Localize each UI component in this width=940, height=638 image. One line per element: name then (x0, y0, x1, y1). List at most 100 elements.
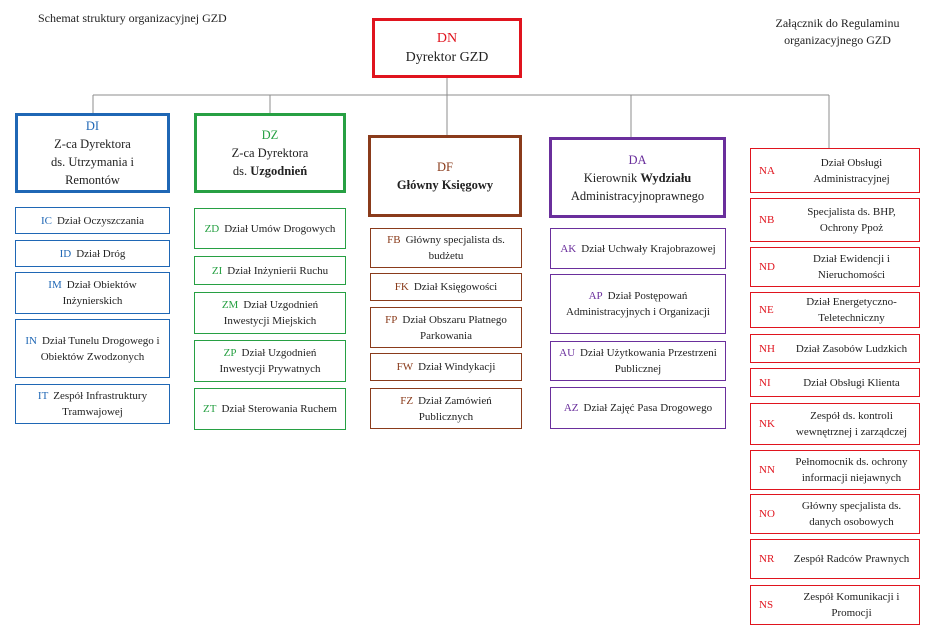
unit-fw: FW Dział Windykacji (370, 353, 522, 381)
unit-id: ID Dział Dróg (15, 240, 170, 267)
unit-zd: ZD Dział Umów Drogowych (194, 208, 346, 249)
head-dz-code: DZ (261, 128, 279, 142)
unit-ns: NS Zespół Komunikacji i Promocji (750, 585, 920, 625)
unit-name: Dział Windykacji (418, 361, 496, 373)
unit-name: Specjalista ds. BHP, Ochrony Ppoż (807, 206, 896, 234)
unit-code: ZP (223, 347, 237, 359)
unit-au: AU Dział Użytkowania Przestrzeni Publiczn… (550, 341, 726, 381)
unit-name: Dział Zajęć Pasa Drogowego (583, 402, 713, 414)
head-da-code: DA (628, 152, 647, 167)
unit-name: Zespół Infrastruktury Tramwajowej (53, 390, 148, 418)
unit-code: NR (759, 553, 775, 565)
unit-code: AU (559, 347, 576, 359)
head-dz-name-line2: ds. Uzgodnień (232, 164, 308, 178)
annex-note-line2: organizacyjnego GZD (784, 33, 891, 47)
head-dz-name-line1: Z-ca Dyrektora (231, 146, 309, 160)
unit-code: NH (759, 342, 775, 355)
unit-name: Zespół Radców Prawnych (793, 553, 910, 565)
unit-code: FB (387, 234, 401, 246)
director-name: Dyrektor GZD (405, 50, 489, 65)
unit-nb: NB Specjalista ds. BHP, Ochrony Ppoż (750, 198, 920, 242)
head-di: DI Z-ca Dyrektora ds. Utrzymania i Remon… (15, 113, 170, 193)
unit-name: Dział Obsługi Administracyjnej (813, 156, 890, 185)
head-dz: DZ Z-ca Dyrektora ds. Uzgodnień (194, 113, 346, 193)
unit-code: ID (59, 247, 72, 260)
annex-note-line1: Załącznik do Regulaminu (775, 16, 900, 30)
unit-name: Dział Uzgodnień Inwestycji Miejskich (223, 299, 319, 327)
unit-code: AK (560, 242, 577, 255)
unit-no: NO Główny specjalista ds. danych osobowyc… (750, 494, 920, 534)
director-code: DN (436, 31, 458, 46)
unit-name: Dział Obiektów Inżynierskich (62, 279, 137, 307)
unit-code: NB (759, 214, 775, 226)
unit-code: IT (37, 390, 49, 402)
unit-fb: FB Główny specjalista ds. budżetu (370, 228, 522, 268)
unit-code: ZI (211, 264, 223, 277)
unit-name: Dział Energetyczno-Teletechniczny (806, 296, 897, 324)
unit-code: NS (759, 599, 774, 611)
unit-fz: FZ Dział Zamówień Publicznych (370, 388, 522, 429)
unit-code: IN (25, 334, 37, 347)
head-df-name: Główny Księgowy (396, 178, 494, 192)
unit-name: Zespół ds. kontroli wewnętrznej i zarząd… (795, 410, 908, 438)
unit-name: Dział Użytkowania Przestrzeni Publicznej (580, 347, 717, 375)
head-df-code: DF (437, 160, 453, 174)
unit-name: Dział Tunelu Drogowego i Obiektów Zwodzo… (40, 334, 160, 363)
unit-name: Dział Obsługi Klienta (803, 376, 900, 389)
unit-code: ZM (221, 299, 239, 311)
unit-code: ND (759, 261, 775, 273)
head-di-name-line3: Remontów (65, 173, 120, 187)
unit-name: Dział Zamówień Publicznych (418, 394, 492, 423)
head-df: DF Główny Księgowy (368, 135, 522, 217)
head-da-name-line2: Administracyjnoprawnego (570, 188, 705, 203)
unit-code: NO (759, 508, 775, 520)
annex-note: Załącznik do Regulaminu organizacyjnego … (750, 15, 925, 49)
unit-code: FK (394, 281, 409, 293)
head-da-name-line1: Kierownik Wydziału (583, 170, 692, 185)
unit-code: IM (48, 279, 62, 291)
unit-code: NN (759, 464, 775, 476)
unit-name: Dział Dróg (76, 247, 126, 260)
unit-name: Główny specjalista ds. danych osobowych (801, 500, 902, 528)
unit-code: NK (759, 418, 775, 430)
unit-name: Zespół Komunikacji i Promocji (803, 591, 900, 619)
unit-name: Dział Sterowania Ruchem (221, 403, 337, 415)
unit-name: Dział Oczyszczania (56, 214, 145, 227)
unit-ic: IC Dział Oczyszczania (15, 207, 170, 234)
unit-fk: FK Dział Księgowości (370, 273, 522, 301)
head-di-name-line2: ds. Utrzymania i (51, 155, 134, 169)
unit-nn: NN Pełnomocnik ds. ochrony informacji nie… (750, 450, 920, 490)
head-di-name-line1: Z-ca Dyrektora (54, 137, 131, 151)
unit-ne: NE Dział Energetyczno-Teletechniczny (750, 292, 920, 328)
head-da: DA Kierownik Wydziału Administracyjnopra… (549, 137, 726, 218)
unit-code: AP (588, 290, 603, 302)
unit-code: IC (40, 214, 52, 227)
unit-code: AZ (563, 402, 579, 414)
unit-name: Główny specjalista ds. budżetu (405, 234, 505, 262)
unit-code: NE (759, 304, 774, 316)
unit-ak: AK Dział Uchwały Krajobrazowej (550, 228, 726, 269)
unit-nr: NR Zespół Radców Prawnych (750, 539, 920, 579)
diagram-title: Schemat struktury organizacyjnej GZD (38, 11, 227, 25)
unit-code: FW (396, 361, 414, 373)
unit-name: Dział Umów Drogowych (224, 222, 336, 235)
unit-name: Pełnomocnik ds. ochrony informacji nieja… (795, 456, 908, 484)
unit-name: Dział Uchwały Krajobrazowej (581, 242, 716, 255)
unit-it: IT Zespół Infrastruktury Tramwajowej (15, 384, 170, 424)
unit-code: ZD (204, 222, 220, 235)
unit-name: Dział Obszaru Płatnego Parkowania (402, 313, 507, 342)
unit-name: Dział Księgowości (413, 281, 498, 293)
unit-name: Dział Postępowań Administracyjnych i Org… (566, 290, 710, 318)
unit-code: FZ (400, 394, 414, 407)
